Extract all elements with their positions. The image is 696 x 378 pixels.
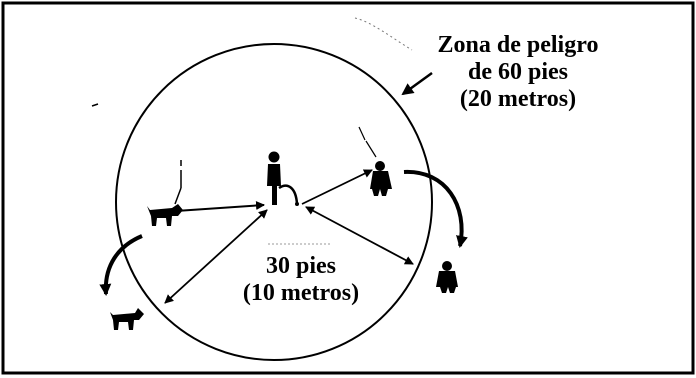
scan-mark: [355, 18, 412, 50]
person-outside-zone-icon: [436, 261, 458, 293]
scan-mark: [92, 104, 98, 106]
movement-arrow-left: [106, 236, 142, 294]
distance-label-line1: 30 pies: [226, 253, 376, 280]
distance-arrow-upper-right: [302, 170, 372, 204]
person-with-cane-icon: [359, 127, 392, 196]
distance-label-line2: (10 metros): [226, 280, 376, 307]
danger-zone-label: Zona de peligro de 60 pies (20 metros): [418, 32, 618, 113]
center-person-icon: [267, 152, 299, 207]
danger-zone-label-line1: Zona de peligro: [418, 32, 618, 59]
dog-with-owner-icon: [147, 160, 183, 226]
distance-label: 30 pies (10 metros): [226, 253, 376, 307]
dog-outside-zone-icon: [110, 308, 144, 330]
danger-zone-label-line3: (20 metros): [418, 86, 618, 113]
distance-arrow-left: [176, 205, 264, 211]
danger-zone-label-line2: de 60 pies: [418, 59, 618, 86]
